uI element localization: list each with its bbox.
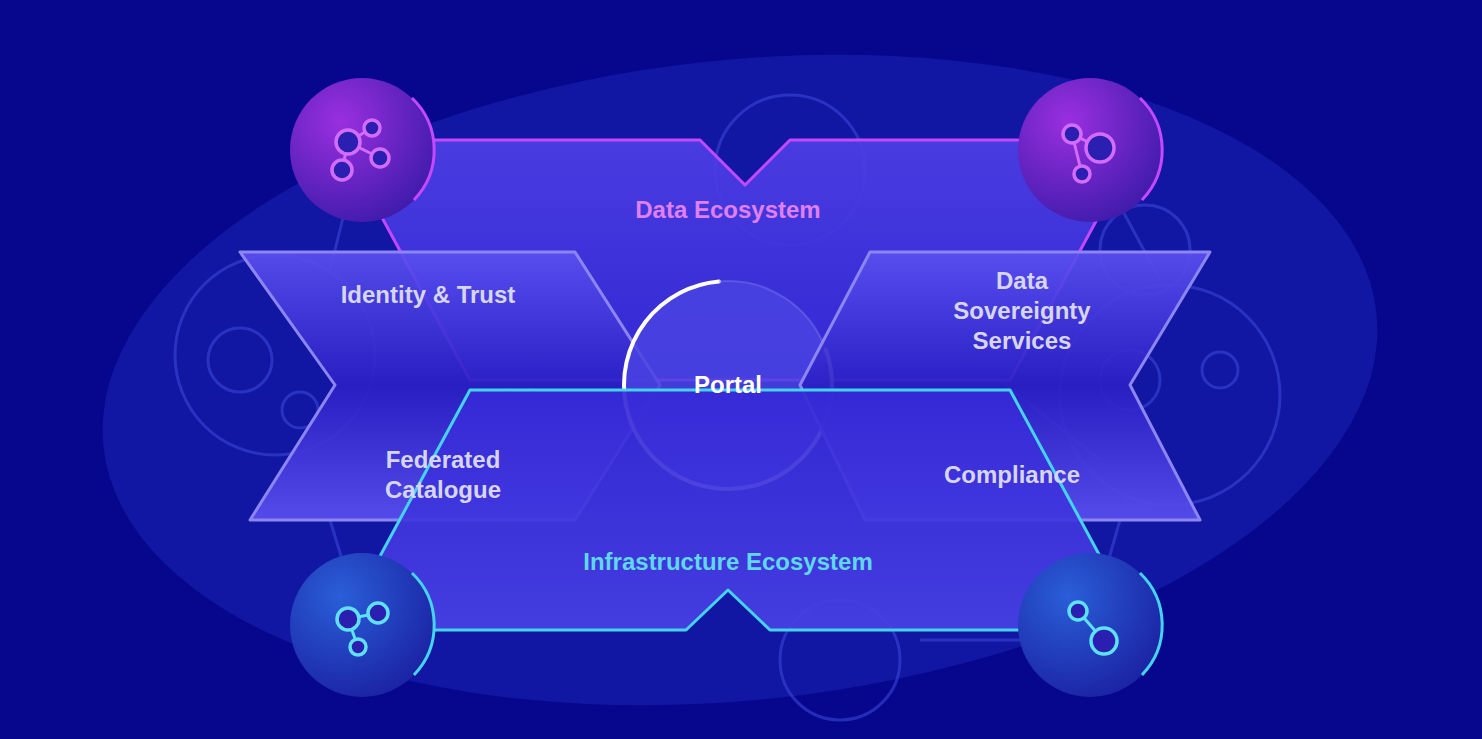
node-label: Compliance <box>944 460 1080 490</box>
node-label: Portal <box>694 370 762 400</box>
infrastructure-ecosystem-band: Infrastructure Ecosystem <box>330 385 1150 635</box>
node-label: Data Ecosystem <box>635 195 820 225</box>
node-label: Federated Catalogue <box>332 445 554 505</box>
node-label: Data Sovereignty Services <box>926 266 1119 356</box>
node-label: Identity & Trust <box>341 280 516 310</box>
node-label: Infrastructure Ecosystem <box>583 547 872 577</box>
infrastructure-ecosystem-band-outline <box>330 385 1150 635</box>
